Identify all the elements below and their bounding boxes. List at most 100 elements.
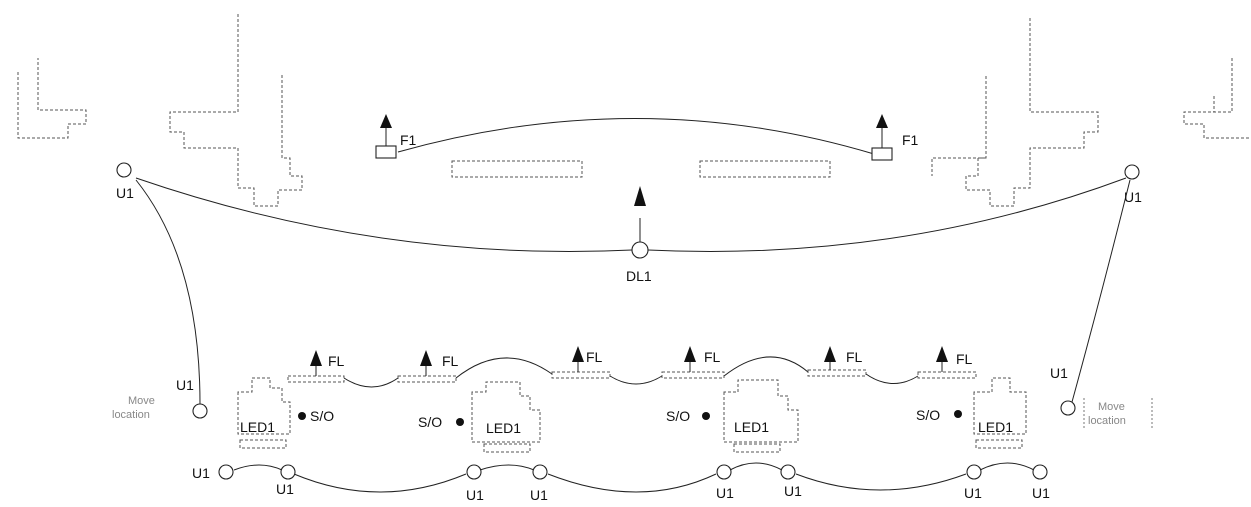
led-outline — [723, 379, 799, 443]
arrow-up-icon — [634, 186, 646, 206]
led-outline — [237, 377, 291, 435]
f1-box — [375, 145, 397, 159]
fl-bar — [551, 371, 611, 379]
led-label: LED1 — [486, 420, 521, 436]
wire-u1-left-dl1 — [135, 177, 633, 252]
arrow-up-icon — [310, 350, 322, 366]
fl-bar — [917, 371, 977, 379]
u1-label: U1 — [276, 481, 294, 497]
led-base — [975, 439, 1023, 449]
fl-label: FL — [846, 349, 863, 365]
wire-u1-row-2 — [293, 473, 467, 493]
circle-node-icon — [966, 464, 982, 480]
floorlight-3: FL — [551, 346, 611, 379]
filled-dot-icon — [298, 412, 306, 420]
arrow-up-icon — [876, 114, 888, 128]
fl-label: FL — [328, 353, 345, 369]
led-block-2: LED1 S/O — [418, 381, 541, 453]
led-block-4: LED1 S/O — [916, 377, 1027, 449]
wire-u1-row-1 — [233, 464, 283, 471]
fl-label: FL — [956, 351, 973, 367]
wire-u1-row-4 — [547, 473, 717, 493]
wall-right-block — [965, 18, 1099, 207]
u1-label: U1 — [1124, 189, 1142, 205]
led-outline — [973, 377, 1027, 435]
circle-node-icon — [1124, 164, 1140, 180]
architecture — [17, 14, 1251, 207]
uplight-upper-right: U1 — [1124, 164, 1142, 205]
led-outline — [471, 381, 541, 443]
u1-label: U1 — [1050, 365, 1068, 381]
wall-center-left-rect — [451, 160, 583, 178]
f1-label: F1 — [400, 132, 417, 148]
floorlight-5: FL — [807, 346, 867, 377]
led-block-3: LED1 S/O — [666, 379, 799, 453]
circle-node-icon — [1060, 400, 1076, 416]
wall-far-left — [17, 58, 87, 139]
wire-fl-3-4 — [609, 375, 663, 385]
led-base — [239, 439, 287, 449]
u1-label: U1 — [192, 465, 210, 481]
circle-node-icon — [280, 464, 296, 480]
circle-node-icon — [116, 162, 132, 178]
note-line-1: Move — [1098, 401, 1125, 413]
led-label: LED1 — [978, 419, 1013, 435]
filled-dot-icon — [456, 418, 464, 426]
u1-label: U1 — [176, 377, 194, 393]
arrow-up-icon — [380, 114, 392, 128]
led-base — [733, 443, 781, 453]
wire-u1-left-down — [135, 179, 201, 405]
arrow-up-icon — [420, 350, 432, 366]
u1-label: U1 — [784, 483, 802, 499]
circle-node-icon — [716, 464, 732, 480]
circle-node-icon — [1032, 464, 1048, 480]
downlight-dl1: DL1 — [626, 186, 652, 284]
move-location-right: U1 Move location — [1050, 365, 1153, 430]
note-line-1: Move — [128, 395, 155, 407]
so-label: S/O — [418, 414, 442, 430]
circle-node-icon — [192, 403, 208, 419]
wire-f1-f1 — [397, 118, 875, 155]
note-brackets — [1083, 398, 1153, 430]
u1-label: U1 — [116, 185, 134, 201]
note-line-2: location — [112, 409, 150, 421]
circle-node-icon — [532, 464, 548, 480]
wire-dl1-u1-right — [647, 177, 1127, 252]
floorlight-2: FL — [397, 350, 459, 383]
uplight-bottom-row: U1 U1 U1 U1 U1 U1 U1 U1 — [192, 464, 1050, 503]
arrow-up-icon — [824, 346, 836, 362]
led-label: LED1 — [240, 419, 275, 435]
wire-u1-right-down — [1071, 179, 1131, 403]
fl-bar — [807, 369, 867, 377]
so-label: S/O — [666, 408, 690, 424]
filled-dot-icon — [702, 412, 710, 420]
arrow-up-icon — [572, 346, 584, 362]
wire-fl-5-6 — [865, 373, 919, 384]
so-label: S/O — [916, 407, 940, 423]
fixture-f1-left: F1 — [375, 114, 417, 159]
led-label: LED1 — [734, 419, 769, 435]
note-line-2: location — [1088, 415, 1126, 427]
arrow-up-icon — [684, 346, 696, 362]
dl1-label: DL1 — [626, 268, 652, 284]
wire-fl-1-2 — [343, 377, 399, 388]
wire-fl-2-3 — [455, 357, 553, 379]
fl-bar — [287, 375, 345, 383]
so-label: S/O — [310, 408, 334, 424]
u1-label: U1 — [530, 487, 548, 503]
f1-label: F1 — [902, 132, 919, 148]
wall-center-right-rect — [699, 160, 831, 178]
circle-node-icon — [631, 241, 649, 259]
circle-node-icon — [218, 464, 234, 480]
wire-u1-row-6 — [795, 473, 967, 491]
fl-label: FL — [704, 349, 721, 365]
floorlight-4: FL — [661, 346, 725, 379]
fl-label: FL — [442, 353, 459, 369]
u1-label: U1 — [1032, 485, 1050, 501]
fl-bar — [397, 375, 457, 383]
fl-label: FL — [586, 349, 603, 365]
f1-box — [871, 147, 893, 161]
led-base — [483, 443, 531, 453]
